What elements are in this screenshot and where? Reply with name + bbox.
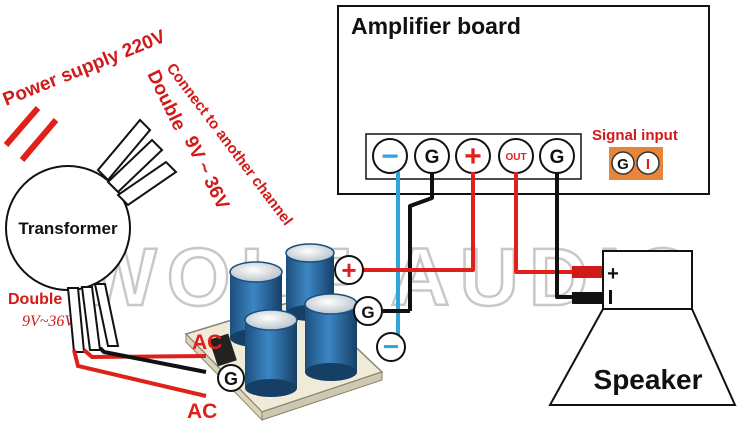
signal-input-label: Signal input	[592, 127, 678, 144]
svg-text:I: I	[646, 156, 650, 173]
rectifier-ground-input: G	[217, 364, 245, 392]
svg-text:G: G	[361, 303, 374, 322]
transformer-label: Transformer	[18, 219, 118, 238]
secondary-leads-upper	[96, 118, 178, 207]
svg-text:G: G	[550, 147, 565, 168]
wire-plus-red	[352, 172, 475, 272]
signal-input-badge: G I	[609, 147, 663, 180]
amp-terminal-minus: −	[372, 138, 408, 174]
secondary-leads-lower	[66, 283, 120, 353]
power-supply-label: Power supply 220V	[0, 26, 169, 110]
rectifier-out-plus: +	[334, 255, 364, 285]
wire-out-red	[514, 172, 598, 274]
ac-label-top: AC	[192, 331, 222, 354]
svg-text:−: −	[383, 331, 399, 362]
wire-ground-black	[408, 172, 434, 311]
speaker: + Speaker	[548, 250, 737, 406]
power-supply-wires	[3, 106, 59, 162]
amp-terminal-plus: +	[455, 138, 491, 174]
ac-wires	[72, 346, 207, 398]
svg-text:+: +	[341, 255, 356, 285]
transformer: Transformer	[5, 165, 131, 291]
amplifier-title: Amplifier board	[351, 13, 521, 39]
speaker-label: Speaker	[594, 364, 703, 395]
dc-wires	[352, 172, 598, 344]
capacitor-4	[304, 293, 358, 381]
secondary-bottom-double: Double	[8, 291, 62, 308]
amp-terminal-ground-2: G	[539, 138, 575, 174]
rectifier-out-ground: G	[353, 296, 383, 326]
ac-wire-middle	[98, 346, 207, 374]
ac-label-bottom: AC	[187, 400, 217, 423]
speaker-plus: +	[607, 263, 619, 285]
amp-terminal-ground-1: G	[414, 138, 450, 174]
capacitor-3	[244, 309, 298, 397]
amp-terminal-out: OUT	[498, 138, 534, 174]
ac-wire-bottom	[72, 349, 207, 398]
rectifier-out-minus: −	[376, 331, 406, 362]
svg-text:+: +	[464, 140, 482, 173]
svg-text:G: G	[617, 156, 629, 173]
secondary-bottom-voltage: 9V~36V	[22, 313, 76, 330]
ac-wire-top	[82, 348, 207, 360]
svg-text:G: G	[224, 369, 238, 389]
svg-text:OUT: OUT	[505, 152, 526, 163]
svg-text:G: G	[425, 147, 440, 168]
svg-text:−: −	[381, 140, 399, 173]
